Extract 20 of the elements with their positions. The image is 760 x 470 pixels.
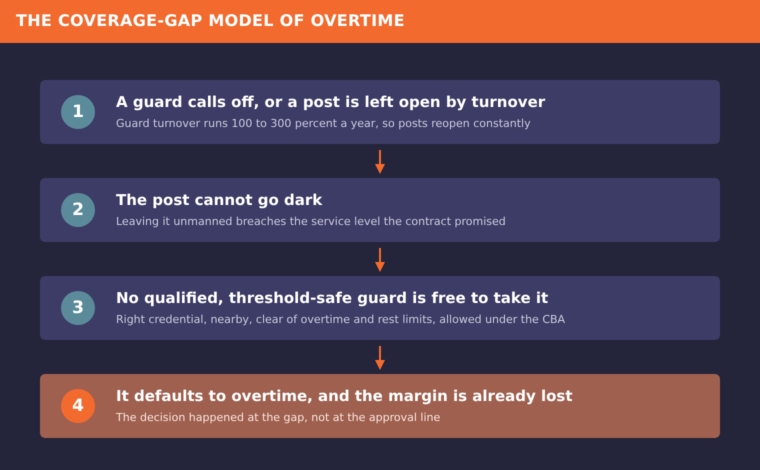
step-number: 4 [61, 389, 95, 423]
arrow [375, 150, 385, 174]
step-number: 1 [61, 95, 95, 129]
step-description: Right credential, nearby, clear of overtime and rest limits, allowed under the CBA [116, 313, 566, 326]
step-card [40, 80, 720, 144]
step-card [40, 276, 720, 340]
step-description: Leaving it unmanned breaches the service level the contract promised [116, 215, 506, 228]
step-description: Guard turnover runs 100 to 300 percent a year, so posts reopen constantly [116, 117, 531, 130]
step-heading: No qualified, threshold-safe guard is free to take it [116, 289, 548, 307]
step-card [40, 178, 720, 242]
step-heading: The post cannot go dark [116, 191, 322, 209]
step-heading: A guard calls off, or a post is left open by turnover [116, 93, 546, 111]
step-description: The decision happened at the gap, not at the approval line [116, 411, 440, 424]
step-number: 3 [61, 291, 95, 325]
highlighted-step-card [40, 374, 720, 438]
step-heading: It defaults to overtime, and the margin is already lost [116, 387, 573, 405]
title: THE COVERAGE-GAP MODEL OF OVERTIME [16, 11, 405, 30]
arrow [375, 248, 385, 272]
arrow [375, 346, 385, 370]
step-number: 2 [61, 193, 95, 227]
